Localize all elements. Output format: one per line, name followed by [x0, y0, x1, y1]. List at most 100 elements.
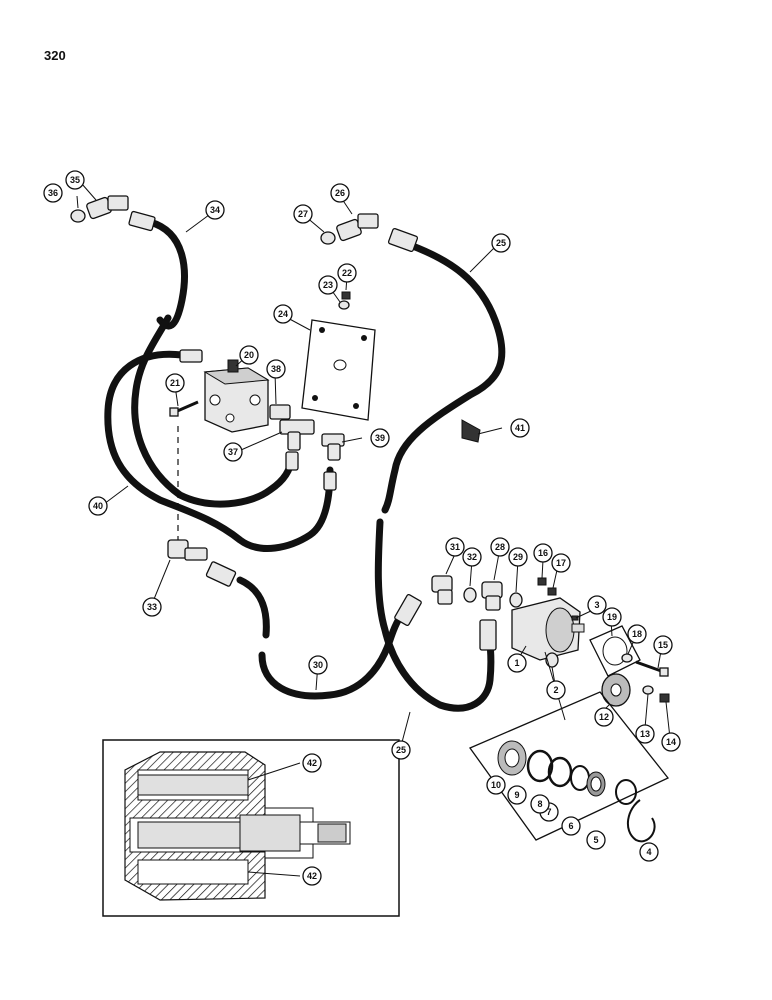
callout-33: 33 — [142, 597, 162, 617]
callout-27: 27 — [293, 204, 313, 224]
callout-5: 5 — [586, 830, 606, 850]
callout-36: 36 — [43, 183, 63, 203]
callout-23-label: 23 — [323, 280, 333, 290]
callout-22-label: 22 — [342, 268, 352, 278]
callout-25-lower: 25 — [391, 740, 411, 760]
nut-14 — [659, 693, 670, 703]
callout-15: 15 — [653, 635, 673, 655]
callout-14-label: 14 — [666, 737, 676, 747]
callout-40-label: 40 — [93, 501, 103, 511]
mounting-plate-24 — [301, 319, 376, 421]
hose-end-34 — [128, 210, 156, 232]
callout-32: 32 — [462, 547, 482, 567]
seal-kit-parts — [497, 740, 656, 843]
callout-7-label: 7 — [546, 807, 551, 817]
callout-37-label: 37 — [228, 447, 238, 457]
elbow-fitting-33 — [167, 539, 208, 561]
callout-16-label: 16 — [538, 548, 548, 558]
callout-8-label: 8 — [537, 799, 542, 809]
callout-21: 21 — [165, 373, 185, 393]
callout-24-label: 24 — [278, 309, 288, 319]
callout-leaders — [76, 183, 671, 747]
key-3 — [571, 615, 579, 621]
callout-10-label: 10 — [491, 780, 501, 790]
callout-10: 10 — [486, 775, 506, 795]
callout-32-label: 32 — [467, 552, 477, 562]
callout-36-label: 36 — [48, 188, 58, 198]
callout-4: 4 — [639, 842, 659, 862]
callout-39-label: 39 — [375, 433, 385, 443]
callout-6: 6 — [561, 816, 581, 836]
callout-26: 26 — [330, 183, 350, 203]
callout-19: 19 — [602, 607, 622, 627]
callout-1: 1 — [507, 653, 527, 673]
valve-body-20 — [203, 359, 270, 433]
callout-20-label: 20 — [244, 350, 254, 360]
hose-end-30 — [205, 561, 237, 587]
callout-25-lower-label: 25 — [396, 745, 406, 755]
hose-30 — [236, 576, 409, 700]
elbow-fitting-26 — [336, 213, 379, 242]
callout-25-upper: 25 — [491, 233, 511, 253]
nut-22 — [341, 291, 351, 300]
o-ring-36 — [70, 209, 86, 223]
callout-34-label: 34 — [210, 205, 220, 215]
bolt-15 — [635, 660, 669, 677]
callout-30-label: 30 — [313, 660, 323, 670]
hose-end-25-upper — [387, 227, 419, 253]
callout-26-label: 26 — [335, 188, 345, 198]
hose-end-37 — [285, 451, 299, 471]
callout-42-upper: 42 — [302, 753, 322, 773]
callout-17: 17 — [551, 553, 571, 573]
callout-34: 34 — [205, 200, 225, 220]
callout-39: 39 — [370, 428, 390, 448]
callout-19-label: 19 — [607, 612, 617, 622]
callout-38-label: 38 — [271, 364, 281, 374]
seal-kit-outline — [469, 691, 670, 841]
callout-15-label: 15 — [658, 640, 668, 650]
callout-14: 14 — [661, 732, 681, 752]
pump-cross-section-inset — [102, 739, 400, 917]
callout-5-label: 5 — [593, 835, 598, 845]
callout-25-upper-label: 25 — [496, 238, 506, 248]
callout-42-lower: 42 — [302, 866, 322, 886]
hose-end-39 — [323, 471, 337, 491]
callout-33-label: 33 — [147, 602, 157, 612]
callout-28-label: 28 — [495, 542, 505, 552]
callout-9-label: 9 — [514, 790, 519, 800]
callout-13-label: 13 — [640, 729, 650, 739]
callout-9: 9 — [507, 785, 527, 805]
callout-12: 12 — [594, 707, 614, 727]
hose-25-upper — [374, 241, 506, 712]
adapter-38 — [269, 404, 291, 420]
hose-clamp-41 — [461, 419, 481, 443]
gear-12 — [601, 673, 631, 707]
callout-1-label: 1 — [514, 658, 519, 668]
callout-31: 31 — [445, 537, 465, 557]
callout-27-label: 27 — [298, 209, 308, 219]
callout-29: 29 — [508, 547, 528, 567]
callout-37: 37 — [223, 442, 243, 462]
callout-2: 2 — [546, 680, 566, 700]
washer-18 — [621, 653, 633, 663]
callout-3-label: 3 — [594, 600, 599, 610]
callout-29-label: 29 — [513, 552, 523, 562]
hose-34 — [131, 218, 296, 508]
elbow-fitting-31 — [431, 575, 453, 605]
callout-35-label: 35 — [70, 175, 80, 185]
callout-41: 41 — [510, 418, 530, 438]
hose-40 — [104, 350, 334, 552]
o-ring-29 — [509, 592, 523, 608]
callout-23: 23 — [318, 275, 338, 295]
callout-22: 22 — [337, 263, 357, 283]
hose-end-40 — [179, 349, 203, 363]
page-number: 320 — [44, 48, 66, 63]
callout-41-label: 41 — [515, 423, 525, 433]
o-ring-32 — [463, 587, 477, 603]
callout-42-lower-label: 42 — [307, 871, 317, 881]
gasket-19 — [589, 625, 641, 677]
nut-16 — [537, 577, 547, 586]
bolt-21 — [169, 400, 199, 417]
